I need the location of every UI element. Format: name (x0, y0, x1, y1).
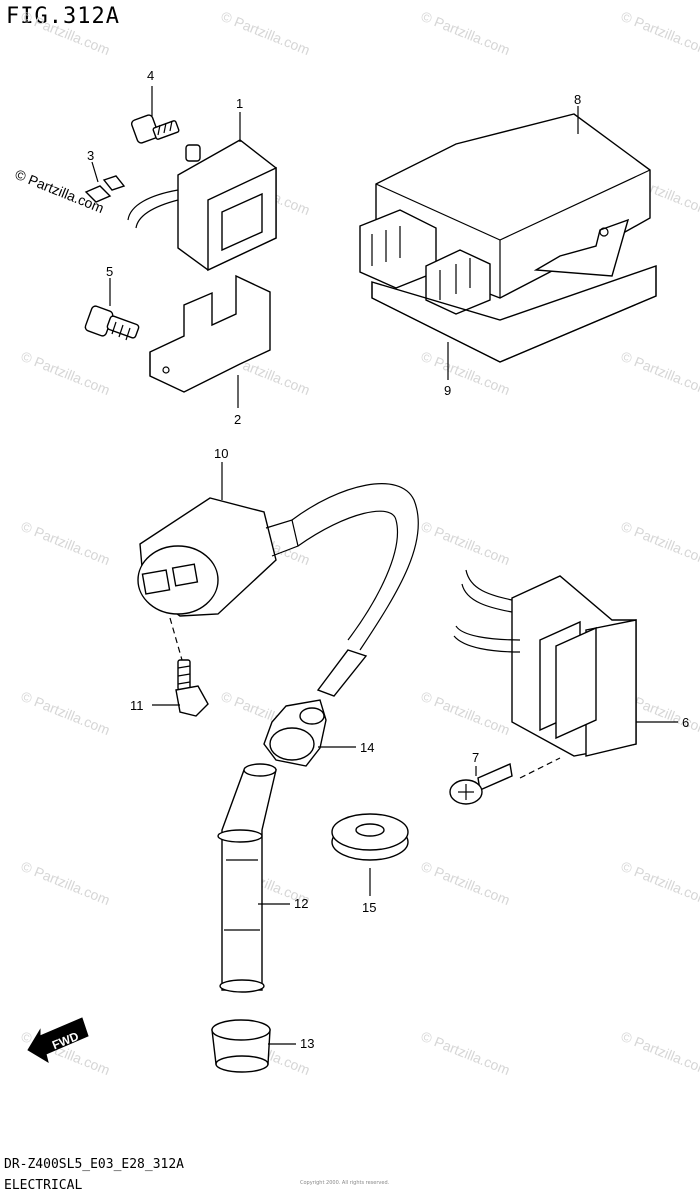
watermark-text: © Partzilla.com (619, 858, 700, 908)
watermark-text: © Partzilla.com (419, 8, 512, 58)
part-label-8[interactable]: 8 (574, 92, 581, 107)
part-14-grommet[interactable] (263, 699, 327, 767)
part-7-screw[interactable] (449, 757, 561, 805)
part-13-seal[interactable] (211, 1019, 271, 1073)
part-label-11[interactable]: 11 (130, 698, 144, 713)
part-label-1[interactable]: 1 (236, 96, 243, 111)
part-2-bracket[interactable] (149, 274, 271, 393)
part-label-13[interactable]: 13 (300, 1036, 314, 1051)
part-labels: 4 1 3 5 2 8 9 10 11 14 12 13 15 6 7 (87, 68, 689, 1051)
watermark-text: © Partzilla.com (419, 1028, 512, 1078)
part-6-regulator[interactable] (453, 569, 637, 757)
watermark-text: © Partzilla.com (19, 348, 112, 398)
part-label-10[interactable]: 10 (214, 446, 228, 461)
watermark-text: © Partzilla.com (419, 688, 512, 738)
watermark-text: © Partzilla.com (419, 858, 512, 908)
part-11-bolt[interactable] (169, 617, 209, 717)
part-label-9[interactable]: 9 (444, 383, 451, 398)
part-9-pad[interactable] (371, 265, 657, 363)
section-name: ELECTRICAL (4, 1178, 83, 1193)
watermark-text: © Partzilla.com (619, 8, 700, 58)
part-1-relay[interactable] (127, 139, 277, 272)
part-10-ignition-coil[interactable] (137, 483, 419, 697)
watermark-text: © Partzilla.com (219, 8, 312, 58)
part-4-bolt[interactable] (130, 114, 180, 144)
part-label-6[interactable]: 6 (682, 715, 689, 730)
watermark-text: © Partzilla.com (19, 858, 112, 908)
part-label-2[interactable]: 2 (234, 412, 241, 427)
watermark-text: © Partzilla.com (619, 348, 700, 398)
copyright-notice: Copyright 2000. All rights reserved. (300, 1180, 390, 1186)
watermark-text: © Partzilla.com (19, 8, 112, 58)
watermark-text: © Partzilla.com (619, 518, 700, 568)
diagram-code: DR-Z400SL5_E03_E28_312A (4, 1157, 185, 1172)
watermark-text: © Partzilla.com (19, 688, 112, 738)
part-label-15[interactable]: 15 (362, 900, 376, 915)
part-label-4[interactable]: 4 (147, 68, 154, 83)
part-8-ecu[interactable] (359, 113, 651, 315)
part-label-3[interactable]: 3 (87, 148, 94, 163)
watermark-text: © Partzilla.com (419, 518, 512, 568)
part-3-cap[interactable] (84, 175, 126, 203)
part-label-7[interactable]: 7 (472, 750, 479, 765)
leader-lines (91, 86, 678, 1045)
part-label-14[interactable]: 14 (360, 740, 374, 755)
part-15-grommet[interactable] (331, 813, 409, 861)
part-5-bolt[interactable] (84, 305, 140, 341)
part-label-5[interactable]: 5 (106, 264, 113, 279)
watermark-text: © Partzilla.com (619, 1028, 700, 1078)
figure-title: FIG.312A (6, 4, 120, 29)
watermark-text: © Partzilla.com (19, 518, 112, 568)
part-12-plug-cap[interactable] (217, 763, 277, 993)
part-label-12[interactable]: 12 (294, 896, 308, 911)
